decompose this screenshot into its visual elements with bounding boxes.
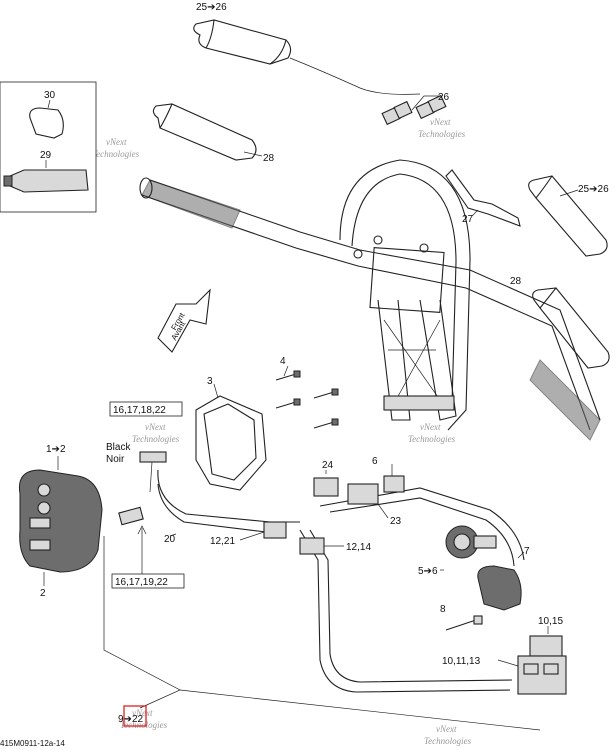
label-10-11-13: 10,11,13 [442, 656, 481, 667]
label-2: 2 [40, 588, 46, 599]
label-25-26-right: 25➔26 [578, 184, 609, 195]
watermark-technologies: Technologies [418, 129, 466, 139]
label-20: 20 [164, 534, 176, 545]
callout-box-bottom: 16,17,19,22 [111, 525, 185, 589]
watermark-technologies: Technologies [408, 434, 456, 444]
label-24: 24 [322, 460, 334, 471]
harness-reference-outline [103, 536, 541, 731]
label-black: Black [106, 442, 131, 453]
part-4-screws: 4 [275, 356, 339, 429]
watermark-vnext: vNext [106, 137, 127, 147]
watermark-technologies: Technologies [132, 434, 180, 444]
part-28-grip-right: 28 [510, 276, 610, 369]
label-29: 29 [40, 150, 52, 161]
part-20-wiring-harness: 20 [118, 469, 525, 693]
label-9-22: 9➔22 [118, 714, 144, 725]
watermark-vnext: vNext [436, 724, 457, 734]
label-27: 27 [462, 214, 474, 225]
watermark-technologies: Technologies [120, 720, 168, 730]
watermark-vnext: vNext [132, 708, 153, 718]
label-16-17-18-22: 16,17,18,22 [113, 405, 166, 416]
part-12-21-connector: 12,21 [210, 521, 287, 547]
part-12-14-connector: 12,14 [299, 537, 371, 555]
front-direction-arrow: Front Avant [157, 288, 211, 353]
watermark-vnext: vNext [420, 422, 441, 432]
label-8: 8 [440, 604, 446, 615]
label-28-top: 28 [263, 153, 275, 164]
label-25-26-top: 25➔26 [196, 2, 227, 13]
label-28-right: 28 [510, 276, 522, 287]
watermarks: vNext Technologies vNext Technologies vN… [92, 117, 472, 746]
part-10-11-13-connector: 10,11,13 [442, 655, 567, 695]
diagram-code: 415M0911-12a-14 [0, 739, 65, 748]
label-10-15: 10,15 [538, 616, 563, 627]
label-12-21: 12,21 [210, 536, 235, 547]
label-5-6: 5➔6 [418, 566, 438, 577]
part-7-switch: 7 [477, 546, 530, 611]
watermark-vnext: vNext [145, 422, 166, 432]
part-steering-column [339, 159, 471, 431]
label-noir: Noir [106, 454, 125, 465]
part-handlebar [139, 177, 601, 441]
part-23-connector: 23 [347, 483, 402, 527]
watermark-technologies: Technologies [92, 149, 140, 159]
part-6-connector: 6 [372, 456, 405, 493]
label-7: 7 [524, 546, 530, 557]
part-1-2-switch-pod: 1➔2 2 [18, 444, 103, 599]
callout-box-top: 16,17,18,22 Black Noir [106, 401, 183, 493]
part-5-6-ignition: 5➔6 [418, 525, 497, 577]
watermark-technologies: Technologies [424, 736, 472, 746]
highlight-box [123, 705, 147, 727]
label-6: 6 [372, 456, 378, 467]
part-3-housing: 3 [195, 376, 267, 491]
part-26-connectors: 26 [381, 92, 450, 126]
label-1-2: 1➔2 [46, 444, 66, 455]
label-12-14: 12,14 [346, 542, 371, 553]
label-16-17-19-22: 16,17,19,22 [115, 577, 168, 588]
label-26: 26 [438, 92, 450, 103]
part-8-screw: 8 [440, 604, 483, 631]
label-3: 3 [207, 376, 213, 387]
inset-box-29-30: 30 29 [0, 81, 97, 213]
part-27-lever: 27 [445, 169, 521, 227]
part-25-26-right-grip-heater: 25➔26 [528, 175, 609, 257]
label-30: 30 [44, 90, 56, 101]
part-28-grip-top: 28 [152, 103, 275, 164]
label-4: 4 [280, 356, 286, 367]
label-9-22-highlight: 9➔22 [118, 705, 147, 727]
watermark-vnext: vNext [430, 117, 451, 127]
label-23: 23 [390, 516, 402, 527]
part-10-15-module: 10,15 [529, 616, 563, 657]
part-24-connector: 24 [313, 460, 339, 497]
part-25-26-top-grip-heater: 25➔26 [193, 2, 421, 95]
